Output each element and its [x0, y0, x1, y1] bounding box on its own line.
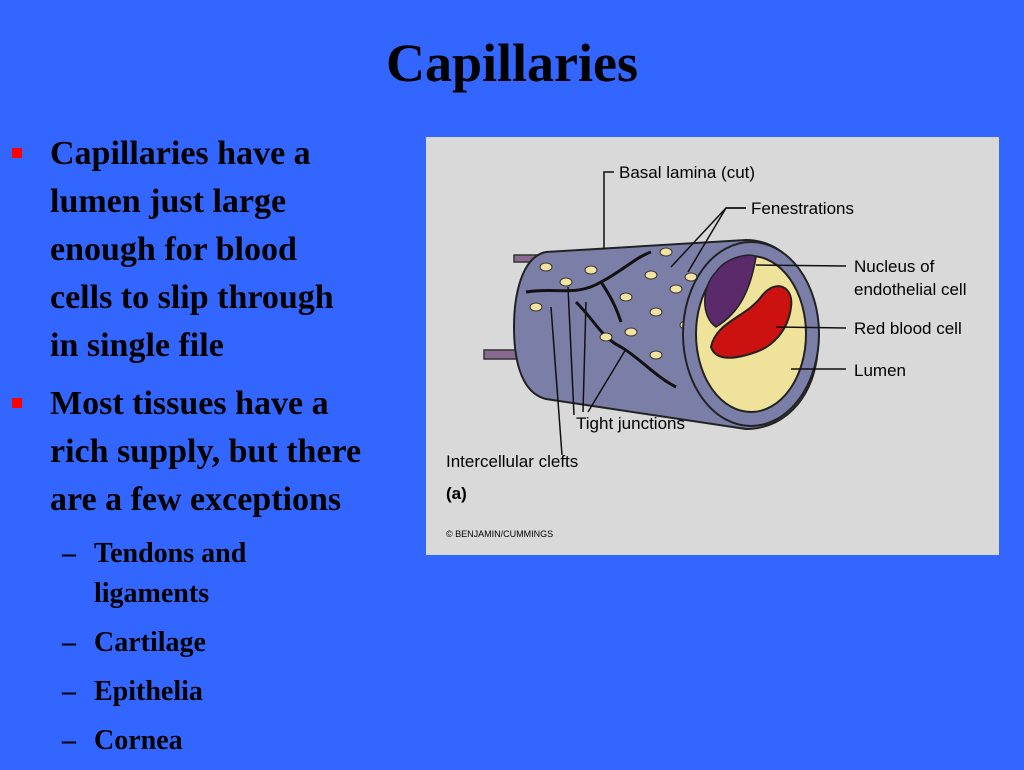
sub-bullet-dash: – — [62, 676, 76, 707]
bullet-line: rich supply, but there — [50, 433, 362, 470]
intercellular-cleft — [599, 281, 623, 323]
bullet-line: Capillaries have a — [50, 135, 311, 172]
sub-bullet-dash: – — [62, 538, 76, 569]
sub-bullet-dash: – — [62, 627, 76, 658]
bullet-marker — [12, 398, 22, 408]
sub-bullet-line: Cartilage — [94, 627, 206, 658]
sub-bullet-line: Tendons and — [94, 538, 247, 569]
bullet-item: Capillaries have a lumen just large enou… — [12, 130, 422, 370]
label-fenestrations: Fenestrations — [751, 199, 854, 218]
bullet-list: Capillaries have a lumen just large enou… — [12, 130, 422, 770]
sub-bullet-item: – Epithelia — [12, 672, 422, 712]
slide-title: Capillaries — [386, 33, 638, 93]
intercellular-cleft — [574, 300, 677, 389]
label-panel: (a) — [446, 484, 467, 503]
bullet-marker — [12, 148, 22, 158]
sub-bullet-line: Cornea — [94, 725, 183, 756]
label-credit: © BENJAMIN/CUMMINGS — [446, 529, 553, 539]
capillary-illustration: Basal lamina (cut) Fenestrations Nucleus… — [446, 163, 966, 539]
sub-bullet-line: Epithelia — [94, 676, 203, 707]
leader-lines — [550, 171, 847, 456]
label-tight-junctions: Tight junctions — [576, 414, 685, 433]
label-intercellular-clefts: Intercellular clefts — [446, 452, 578, 471]
bullet-line: enough for blood — [50, 231, 297, 268]
endothelial-nucleus — [704, 254, 757, 328]
red-blood-cell — [709, 285, 793, 359]
label-red-blood-cell: Red blood cell — [854, 319, 962, 338]
bullet-line: are a few exceptions — [50, 481, 342, 518]
label-basal-lamina: Basal lamina (cut) — [619, 163, 755, 182]
bullet-line: cells to slip through — [50, 279, 334, 316]
sub-bullet-item: – Cartilage — [12, 623, 422, 663]
label-nucleus-line1: Nucleus of — [854, 257, 935, 276]
bullet-line: in single file — [50, 327, 224, 364]
bullet-item: Most tissues have a rich supply, but the… — [12, 380, 422, 524]
label-nucleus-line2: endothelial cell — [854, 280, 966, 299]
sub-bullet-dash: – — [62, 725, 76, 756]
sub-bullet-line: ligaments — [94, 578, 210, 609]
label-lumen: Lumen — [854, 361, 906, 380]
capillary-diagram: Basal lamina (cut) Fenestrations Nucleus… — [426, 137, 999, 555]
sub-bullet-item: – Tendons and ligaments — [12, 534, 422, 614]
bullet-line: Most tissues have a — [50, 385, 329, 422]
bullet-line: lumen just large — [50, 183, 287, 220]
sub-bullet-item: – Cornea — [12, 721, 422, 761]
intercellular-cleft — [525, 250, 652, 294]
